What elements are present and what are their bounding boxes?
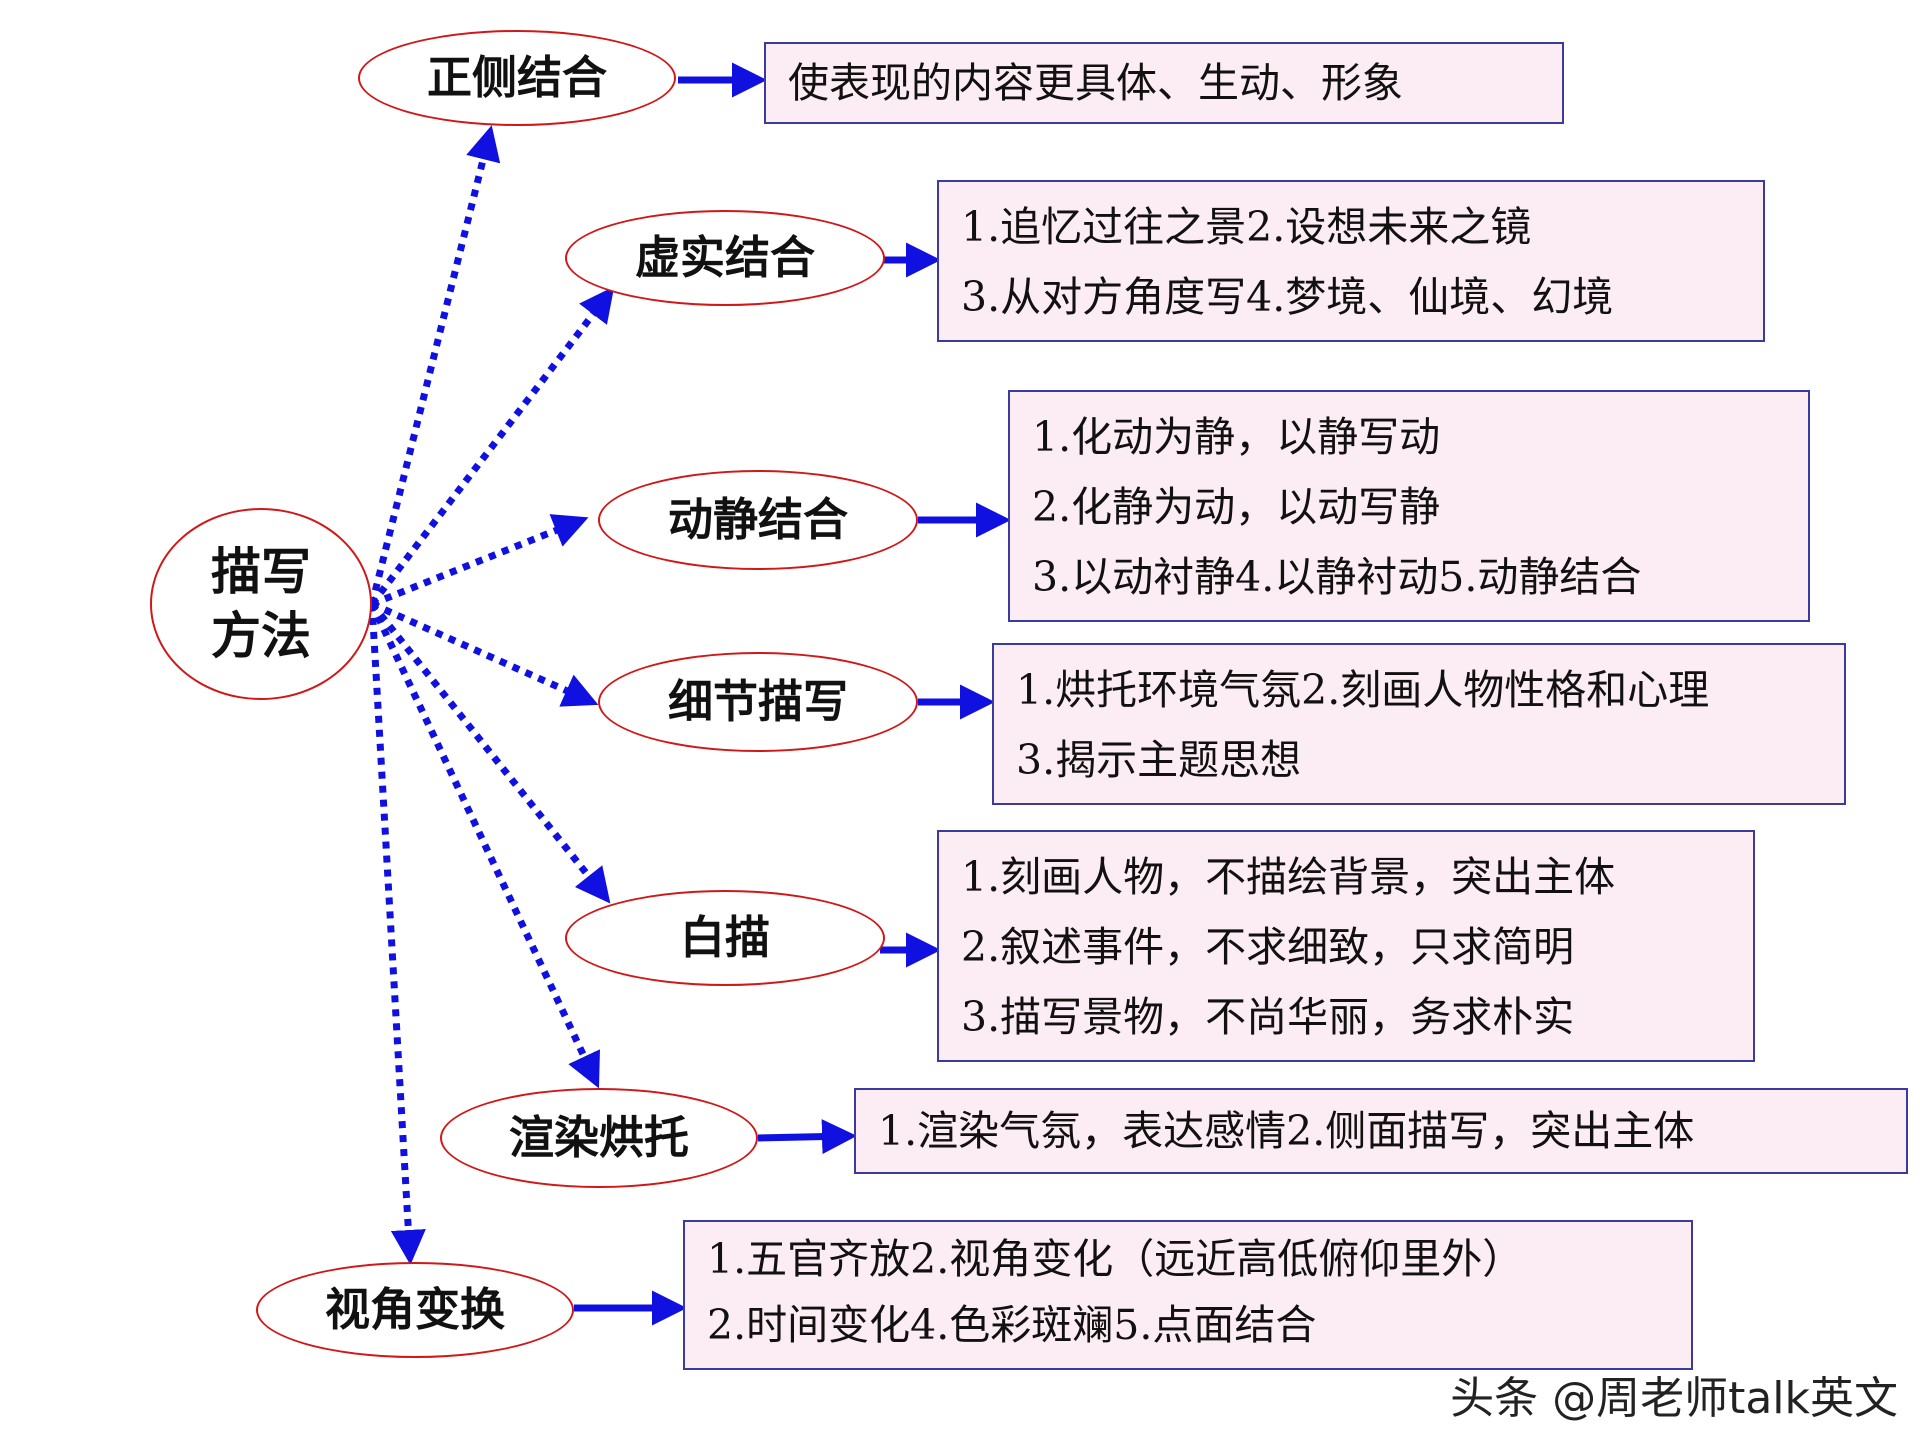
node-shijiao: 视角变换 [256, 1262, 574, 1358]
detail-line: 2.时间变化4.色彩斑斓5.点面结合 [707, 1301, 1317, 1349]
detail-box-baimiao: 1.刻画人物，不描绘背景，突出主体 2.叙述事件，不求细致，只求简明 3.描写景… [937, 830, 1755, 1062]
solid-connectors [574, 62, 1011, 1326]
node-label: 细节描写 [667, 675, 848, 729]
dotted-arrow-0 [368, 125, 501, 605]
detail-line: 2.化静为动，以动写静 [1032, 483, 1441, 531]
detail-line: 2.叙述事件，不求细致，只求简明 [961, 923, 1575, 971]
node-xushi: 虚实结合 [565, 210, 885, 306]
detail-line: 3.描写景物，不尚华丽，务求朴实 [961, 993, 1575, 1041]
dotted-arrow-5 [368, 602, 600, 1089]
node-zhengce: 正侧结合 [358, 30, 676, 126]
node-label: 虚实结合 [634, 231, 815, 285]
dotted-arrow-1 [369, 286, 615, 607]
node-xuanran: 渲染烘托 [440, 1088, 758, 1188]
root-label-line2: 方法 [211, 607, 311, 665]
detail-line: 3.从对方角度写4.梦境、仙境、幻境 [961, 273, 1614, 321]
detail-box-xuanran: 1.渲染气氛，表达感情2.侧面描写，突出主体 [854, 1088, 1908, 1174]
detail-line: 1.烘托环境气氛2.刻画人物性格和心理 [1016, 666, 1710, 714]
dotted-arrow-2 [370, 514, 589, 608]
detail-box-xijie: 1.烘托环境气氛2.刻画人物性格和心理 3.揭示主题思想 [992, 643, 1846, 805]
node-dongjing: 动静结合 [598, 470, 918, 570]
dotted-connectors [368, 125, 615, 1265]
root-node: 描写 方法 [150, 508, 372, 700]
node-label: 动静结合 [667, 493, 848, 547]
node-label: 渲染烘托 [508, 1111, 689, 1165]
dotted-arrow-6 [368, 603, 426, 1265]
node-label: 视角变换 [324, 1283, 505, 1337]
detail-line: 使表现的内容更具体、生动、形象 [788, 59, 1403, 107]
detail-box-zhengce: 使表现的内容更具体、生动、形象 [764, 42, 1564, 124]
detail-line: 3.揭示主题思想 [1016, 736, 1302, 784]
node-baimiao: 白描 [565, 890, 885, 986]
dotted-arrow-3 [370, 600, 599, 707]
solid-arrow-5 [757, 1119, 857, 1155]
detail-line: 1.化动为静，以静写动 [1032, 413, 1441, 461]
root-label-line1: 描写 [211, 543, 311, 601]
detail-line: 1.渲染气氛，表达感情2.侧面描写，突出主体 [878, 1107, 1695, 1155]
node-label: 白描 [679, 911, 770, 965]
detail-line: 3.以动衬静4.以静衬动5.动静结合 [1032, 553, 1642, 601]
detail-box-shijiao: 1.五官齐放2.视角变化（远近高低俯仰里外） 2.时间变化4.色彩斑斓5.点面结… [683, 1220, 1693, 1370]
watermark-text: 头条 @周老师talk英文 [1450, 1373, 1898, 1424]
node-label: 正侧结合 [426, 51, 607, 105]
detail-box-dongjing: 1.化动为静，以静写动 2.化静为动，以动写静 3.以动衬静4.以静衬动5.动静… [1008, 390, 1810, 622]
detail-line: 1.追忆过往之景2.设想未来之镜 [961, 203, 1532, 251]
dotted-arrow-4 [369, 601, 611, 904]
detail-box-xushi: 1.追忆过往之景2.设想未来之镜 3.从对方角度写4.梦境、仙境、幻境 [937, 180, 1765, 342]
node-xijie: 细节描写 [598, 652, 918, 752]
detail-line: 1.刻画人物，不描绘背景，突出主体 [961, 853, 1616, 901]
detail-line: 1.五官齐放2.视角变化（远近高低俯仰里外） [707, 1235, 1524, 1283]
